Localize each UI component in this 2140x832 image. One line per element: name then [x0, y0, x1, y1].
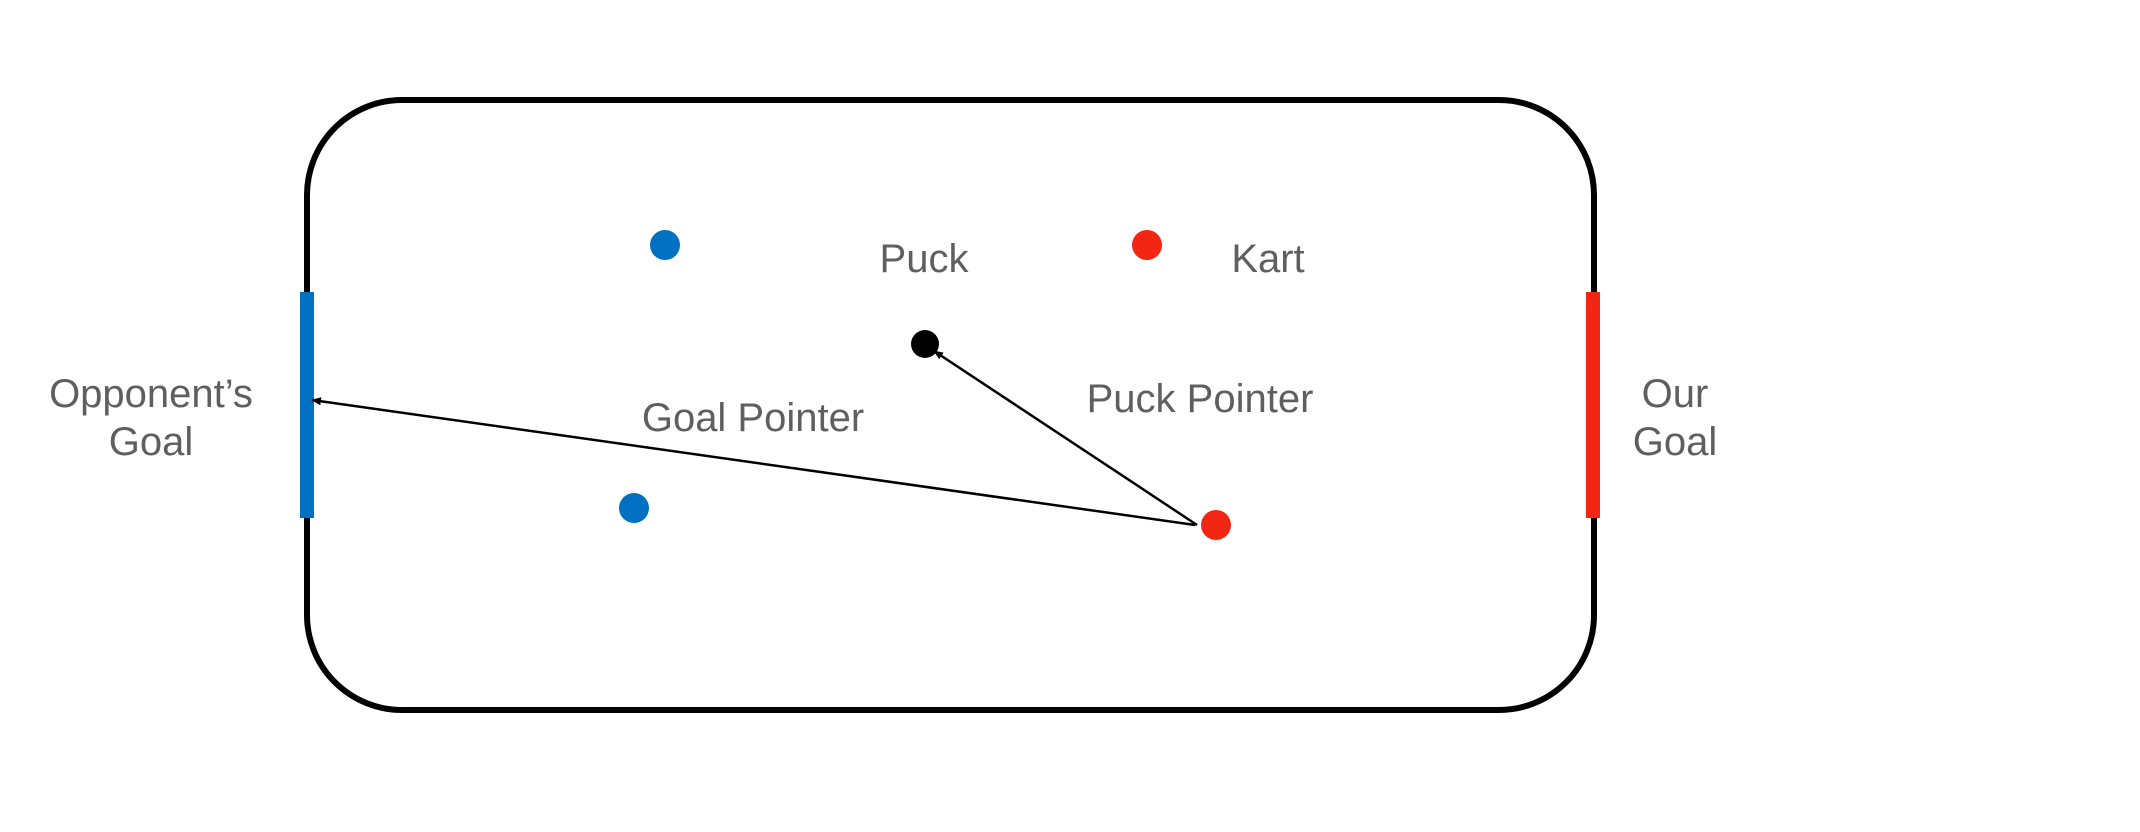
teammate-legend-dot [1132, 230, 1162, 260]
opponent-player-1 [650, 230, 680, 260]
puck-pointer-arrow [933, 349, 1198, 527]
goal-pointer-label: Goal Pointer [642, 396, 864, 440]
puck-label: Puck [880, 237, 970, 281]
goal-pointer-arrow [311, 397, 1196, 527]
our-goal-label-line1: Our [1642, 372, 1709, 416]
opponent-goal-label-line1: Opponent’s [49, 372, 253, 416]
rink-boundary [304, 97, 1597, 713]
opponent-player-2 [619, 493, 649, 523]
kart-player [1201, 510, 1231, 540]
puck [911, 330, 939, 358]
kart-label: Kart [1231, 237, 1304, 281]
puck-pointer-label: Puck Pointer [1087, 377, 1314, 421]
opponent-goal-label-line2: Goal [109, 420, 194, 464]
our-goal-label-line2: Goal [1633, 420, 1718, 464]
